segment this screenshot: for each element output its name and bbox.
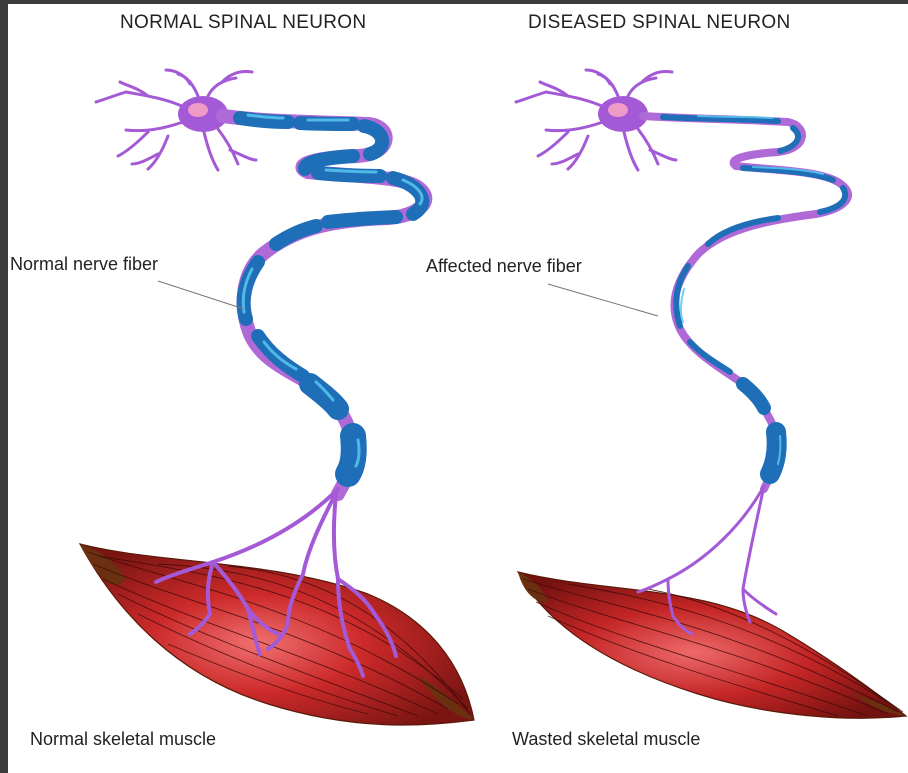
- diagram-frame: NORMAL SPINAL NEURON DISEASED SPINAL NEU…: [8, 4, 908, 773]
- nucleus: [188, 103, 208, 117]
- normal-skeletal-muscle-label: Normal skeletal muscle: [30, 729, 216, 750]
- normal-neuron-title: NORMAL SPINAL NEURON: [120, 12, 366, 34]
- wasted-skeletal-muscle: [518, 572, 906, 718]
- normal-fiber-leader-line: [158, 281, 244, 309]
- diseased-neuron: [516, 70, 848, 634]
- diseased-neuron-title: DISEASED SPINAL NEURON: [528, 12, 790, 34]
- nucleus: [608, 103, 628, 117]
- normal-nerve-fiber-label: Normal nerve fiber: [10, 254, 158, 275]
- affected-fiber-leader-line: [548, 284, 658, 316]
- neuron-illustration: [8, 4, 908, 773]
- affected-nerve-fiber-label: Affected nerve fiber: [426, 256, 582, 277]
- wasted-skeletal-muscle-label: Wasted skeletal muscle: [512, 729, 700, 750]
